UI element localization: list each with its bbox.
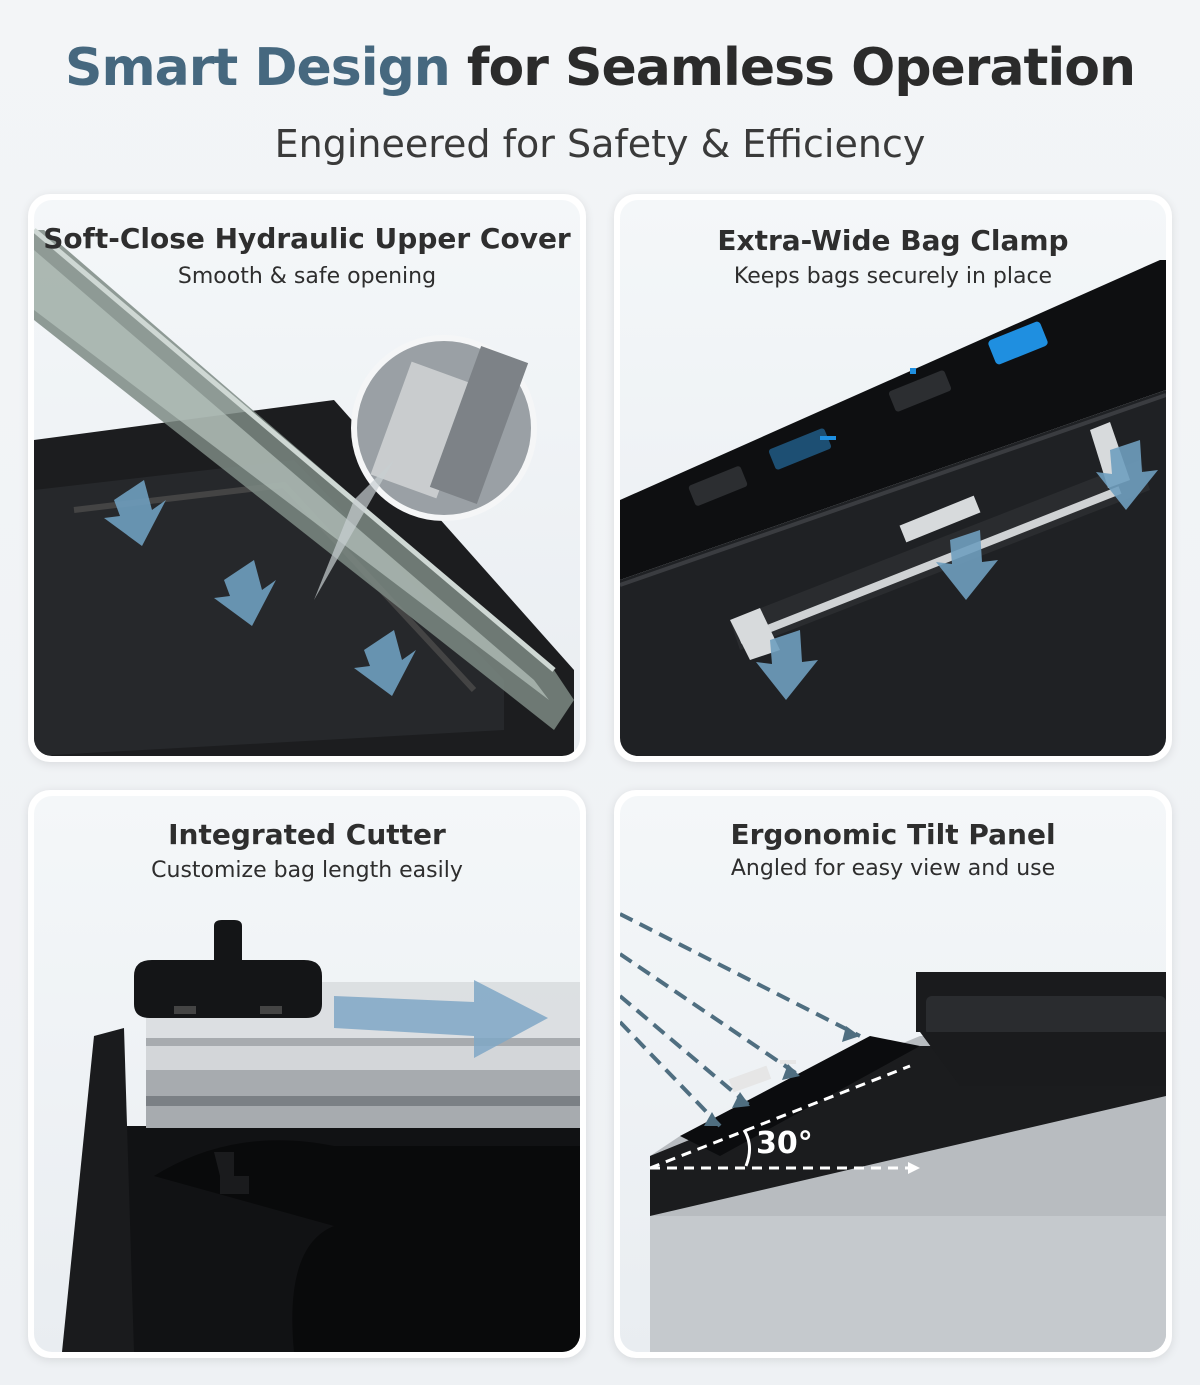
feature-title: Extra-Wide Bag Clamp <box>717 224 1069 257</box>
soft-close-cover-illustration <box>34 228 574 756</box>
feature-title: Integrated Cutter <box>168 818 446 851</box>
feature-card-cutter: Integrated Cutter Customize bag length e… <box>28 790 586 1358</box>
feature-subtitle: Customize bag length easily <box>151 858 463 883</box>
feature-title: Soft-Close Hydraulic Upper Cover <box>43 222 571 255</box>
subheadline: Engineered for Safety & Efficiency <box>274 122 926 166</box>
headline: Smart Design for Seamless Operation <box>0 38 1200 98</box>
bag-clamp-illustration <box>620 260 1166 756</box>
tilt-angle-label: 30° <box>756 1126 813 1161</box>
tilt-panel-illustration <box>620 912 1166 1352</box>
feature-subtitle: Keeps bags securely in place <box>733 264 1053 289</box>
feature-subtitle: Smooth & safe opening <box>177 264 437 289</box>
feature-card-inner: Extra-Wide Bag Clamp Keeps bags securely… <box>620 200 1166 756</box>
feature-card-bag-clamp: Extra-Wide Bag Clamp Keeps bags securely… <box>614 194 1172 762</box>
feature-card-inner: Soft-Close Hydraulic Upper Cover Smooth … <box>34 200 580 756</box>
feature-title: Ergonomic Tilt Panel <box>730 818 1056 851</box>
cutter-illustration <box>62 920 580 1352</box>
feature-card-inner: Integrated Cutter Customize bag length e… <box>34 796 580 1352</box>
headline-accent: Smart Design <box>65 38 451 98</box>
headline-rest: for Seamless Operation <box>466 38 1136 98</box>
feature-subtitle: Angled for easy view and use <box>730 856 1056 881</box>
feature-card-tilt-panel: 30° Ergonomic Tilt Panel Angled for easy… <box>614 790 1172 1358</box>
feature-card-soft-close-cover: Soft-Close Hydraulic Upper Cover Smooth … <box>28 194 586 762</box>
feature-card-inner: 30° Ergonomic Tilt Panel Angled for easy… <box>620 796 1166 1352</box>
